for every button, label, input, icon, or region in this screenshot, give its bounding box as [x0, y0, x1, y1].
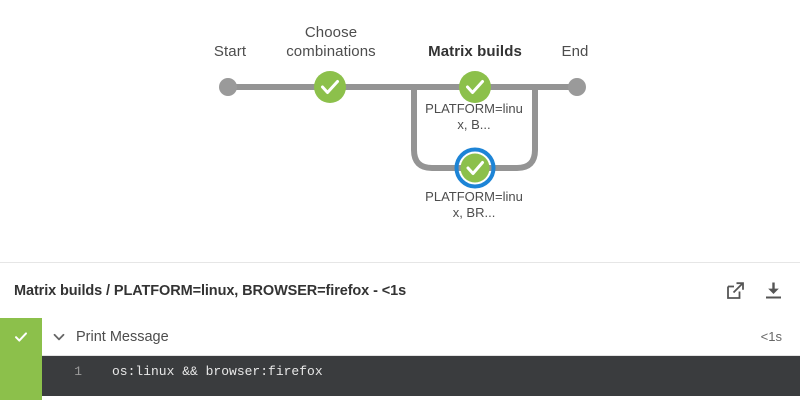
- check-icon: [321, 80, 339, 94]
- console-line: 1 os:linux && browser:firefox: [42, 362, 800, 381]
- step-row[interactable]: [0, 396, 800, 400]
- step-status-success: [0, 318, 42, 356]
- console-line-text: os:linux && browser:firefox: [112, 364, 323, 379]
- check-icon: [466, 80, 484, 94]
- download-logs-button[interactable]: [760, 278, 786, 304]
- log-header-bar: Matrix builds / PLATFORM=linux, BROWSER=…: [0, 262, 800, 318]
- selected-ring-icon: [454, 147, 496, 189]
- pipeline-graph-canvas: [219, 71, 586, 189]
- external-link-icon: [726, 282, 744, 299]
- check-icon: [466, 161, 484, 175]
- console-status-gutter: [0, 356, 42, 396]
- step-row[interactable]: Print Message <1s: [0, 318, 800, 356]
- pipeline-node-choose[interactable]: [314, 71, 346, 103]
- console-line-number: 1: [74, 364, 82, 379]
- console-output[interactable]: 1 os:linux && browser:firefox: [0, 356, 800, 396]
- step-name: Print Message: [76, 328, 169, 345]
- pipeline-node-matrix-2[interactable]: [454, 147, 496, 189]
- console-body[interactable]: 1 os:linux && browser:firefox: [42, 356, 800, 396]
- download-icon: [765, 282, 781, 299]
- pipeline-node-matrix-1[interactable]: [459, 71, 491, 103]
- end-dot-icon: [568, 78, 586, 96]
- step-list: Print Message <1s 1 os:linux && browser:…: [0, 318, 800, 400]
- stage-title-choose-combinations: Choose combinations: [286, 24, 376, 60]
- chevron-down-icon: [53, 333, 65, 340]
- stage-title-matrix-builds: Matrix builds: [428, 43, 522, 60]
- start-dot-icon: [219, 78, 237, 96]
- pipeline-graph: Start Choose combinations Matrix builds …: [213, 24, 589, 220]
- step-expand-toggle[interactable]: [42, 330, 76, 344]
- pipeline-node-label-matrix-2: PLATFORM=linu x, BR...: [425, 189, 523, 220]
- edge-branch-left: [411, 87, 461, 171]
- step-status-success: [0, 396, 42, 400]
- stage-title-end: End: [561, 43, 589, 60]
- stage-title-start: Start: [213, 43, 247, 60]
- step-duration: <1s: [760, 329, 782, 344]
- check-icon: [15, 331, 27, 342]
- log-header-title: Matrix builds / PLATFORM=linux, BROWSER=…: [14, 282, 407, 299]
- pipeline-node-label-matrix-1: PLATFORM=linu x, B...: [425, 101, 523, 132]
- edge-branch-right: [489, 87, 538, 171]
- open-external-button[interactable]: [722, 278, 748, 304]
